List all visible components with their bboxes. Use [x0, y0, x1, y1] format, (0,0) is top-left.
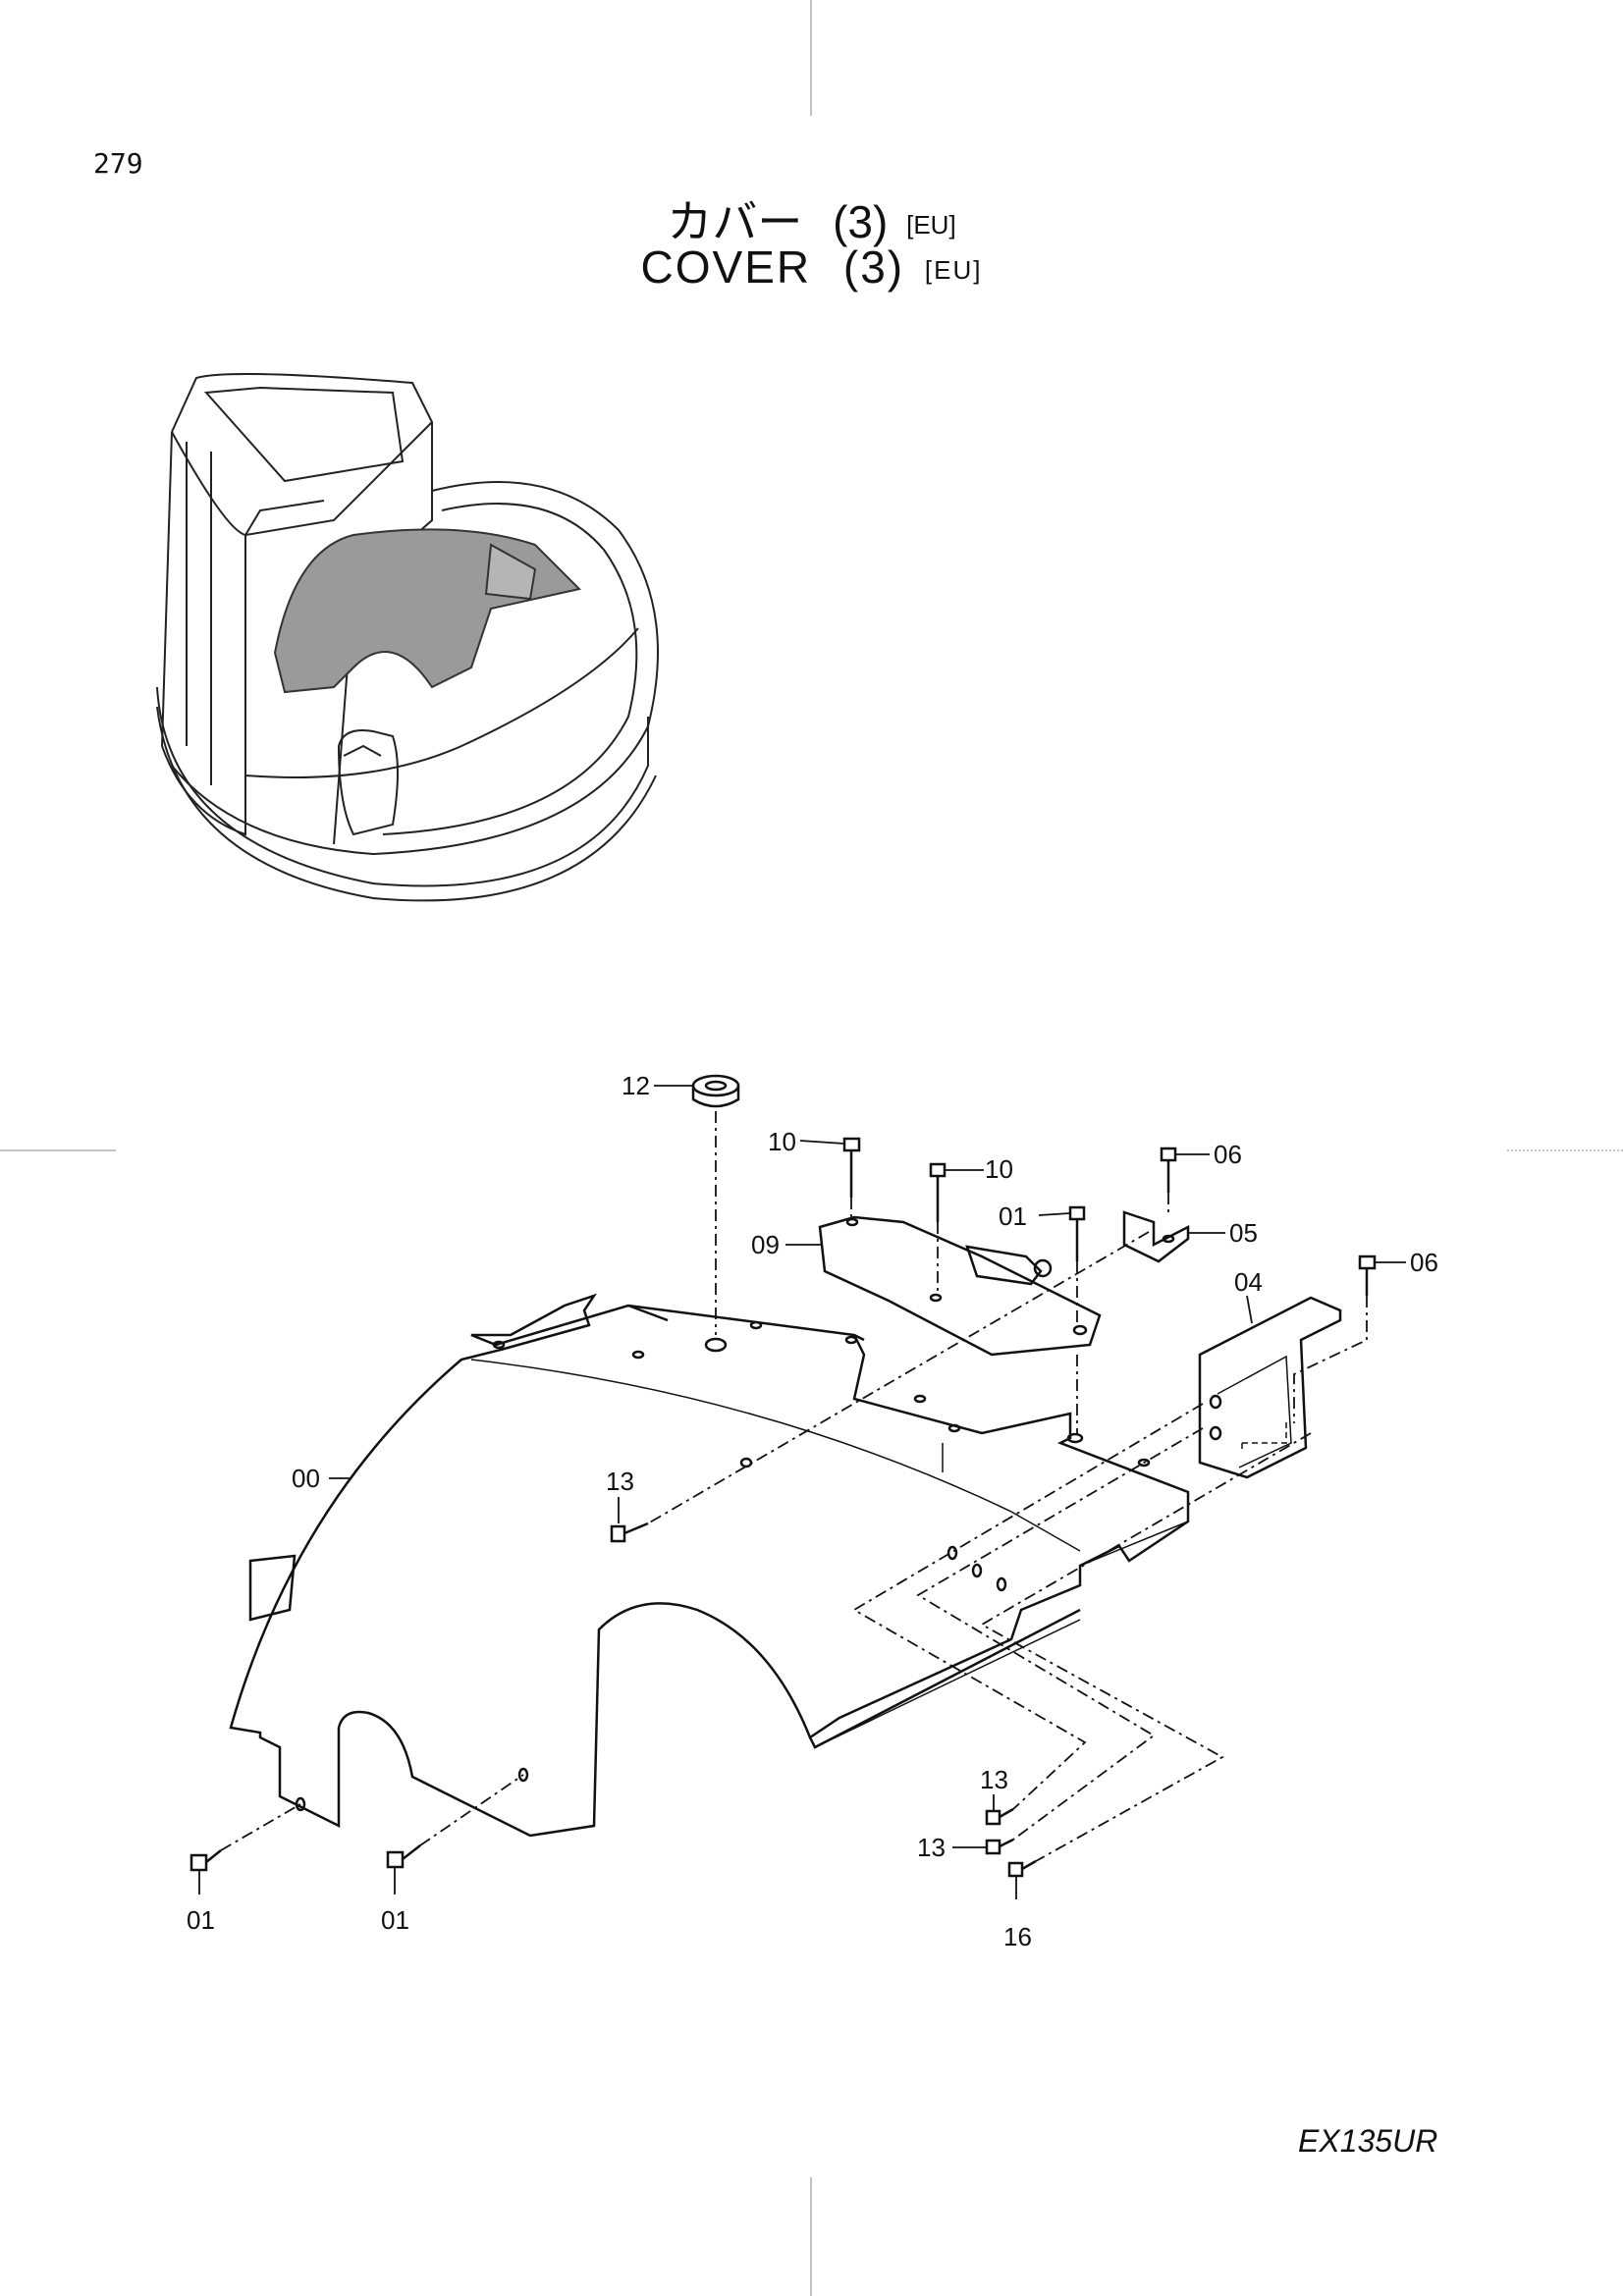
title-en-text: COVER — [640, 241, 812, 293]
bolt-01-bottom-mid — [386, 1844, 421, 1869]
bolt-13-lower-a — [985, 1807, 1014, 1826]
bolt-10-left — [842, 1137, 861, 1198]
title-jp-variant: [EU] — [906, 210, 956, 240]
machine-overview-illustration — [156, 373, 659, 902]
callout-09: 09 — [751, 1230, 780, 1259]
callout-16: 16 — [1003, 1922, 1032, 1951]
main-cover-outline — [229, 1293, 1190, 1838]
callout-05: 05 — [1229, 1218, 1258, 1248]
title-en-number: (3) — [842, 241, 905, 293]
bolt-16 — [1007, 1859, 1037, 1878]
grommet-12 — [691, 1074, 740, 1108]
bolt-06-right — [1358, 1255, 1377, 1296]
callout-13-lower-a: 13 — [980, 1765, 1008, 1794]
callout-13-mid: 13 — [606, 1467, 634, 1496]
title-jp-number: (3) — [833, 196, 889, 247]
bolt-13-lower-b — [985, 1838, 1014, 1855]
callout-06-top: 06 — [1214, 1140, 1242, 1169]
callout-10-left: 10 — [768, 1127, 796, 1156]
leader-lines — [198, 1085, 1406, 1899]
bolt-01-bottom-left — [189, 1849, 222, 1872]
plate-09 — [818, 1215, 1102, 1357]
callout-01-bottom-left: 01 — [187, 1905, 215, 1935]
title-jp-text: カバー — [667, 196, 803, 247]
bolt-10-right — [929, 1162, 947, 1222]
assembly-lines — [220, 1111, 1368, 1862]
model-code: EX135UR — [1298, 2123, 1438, 2159]
callout-12: 12 — [622, 1071, 650, 1100]
callout-06-right: 06 — [1410, 1248, 1438, 1277]
callout-13-lower-b: 13 — [917, 1833, 946, 1862]
callout-01-top: 01 — [999, 1201, 1027, 1231]
bracket-05 — [1122, 1210, 1190, 1263]
callout-04: 04 — [1234, 1267, 1263, 1297]
title-english: COVER (3) [EU] — [0, 240, 1623, 294]
bolt-01-top — [1068, 1205, 1086, 1261]
exploded-parts-view — [189, 1074, 1377, 1878]
callout-10-right: 10 — [985, 1154, 1013, 1184]
bracket-04 — [1198, 1296, 1342, 1479]
bolt-13-mid — [610, 1522, 649, 1543]
title-en-variant: [EU] — [924, 255, 983, 286]
callout-00: 00 — [292, 1464, 320, 1493]
shaded-cover-part — [273, 528, 581, 694]
callout-01-bottom-mid: 01 — [381, 1905, 409, 1935]
bolt-06-top — [1160, 1147, 1177, 1193]
page-number: 279 — [93, 147, 143, 180]
title-japanese: カバー (3) [EU] — [0, 187, 1623, 251]
